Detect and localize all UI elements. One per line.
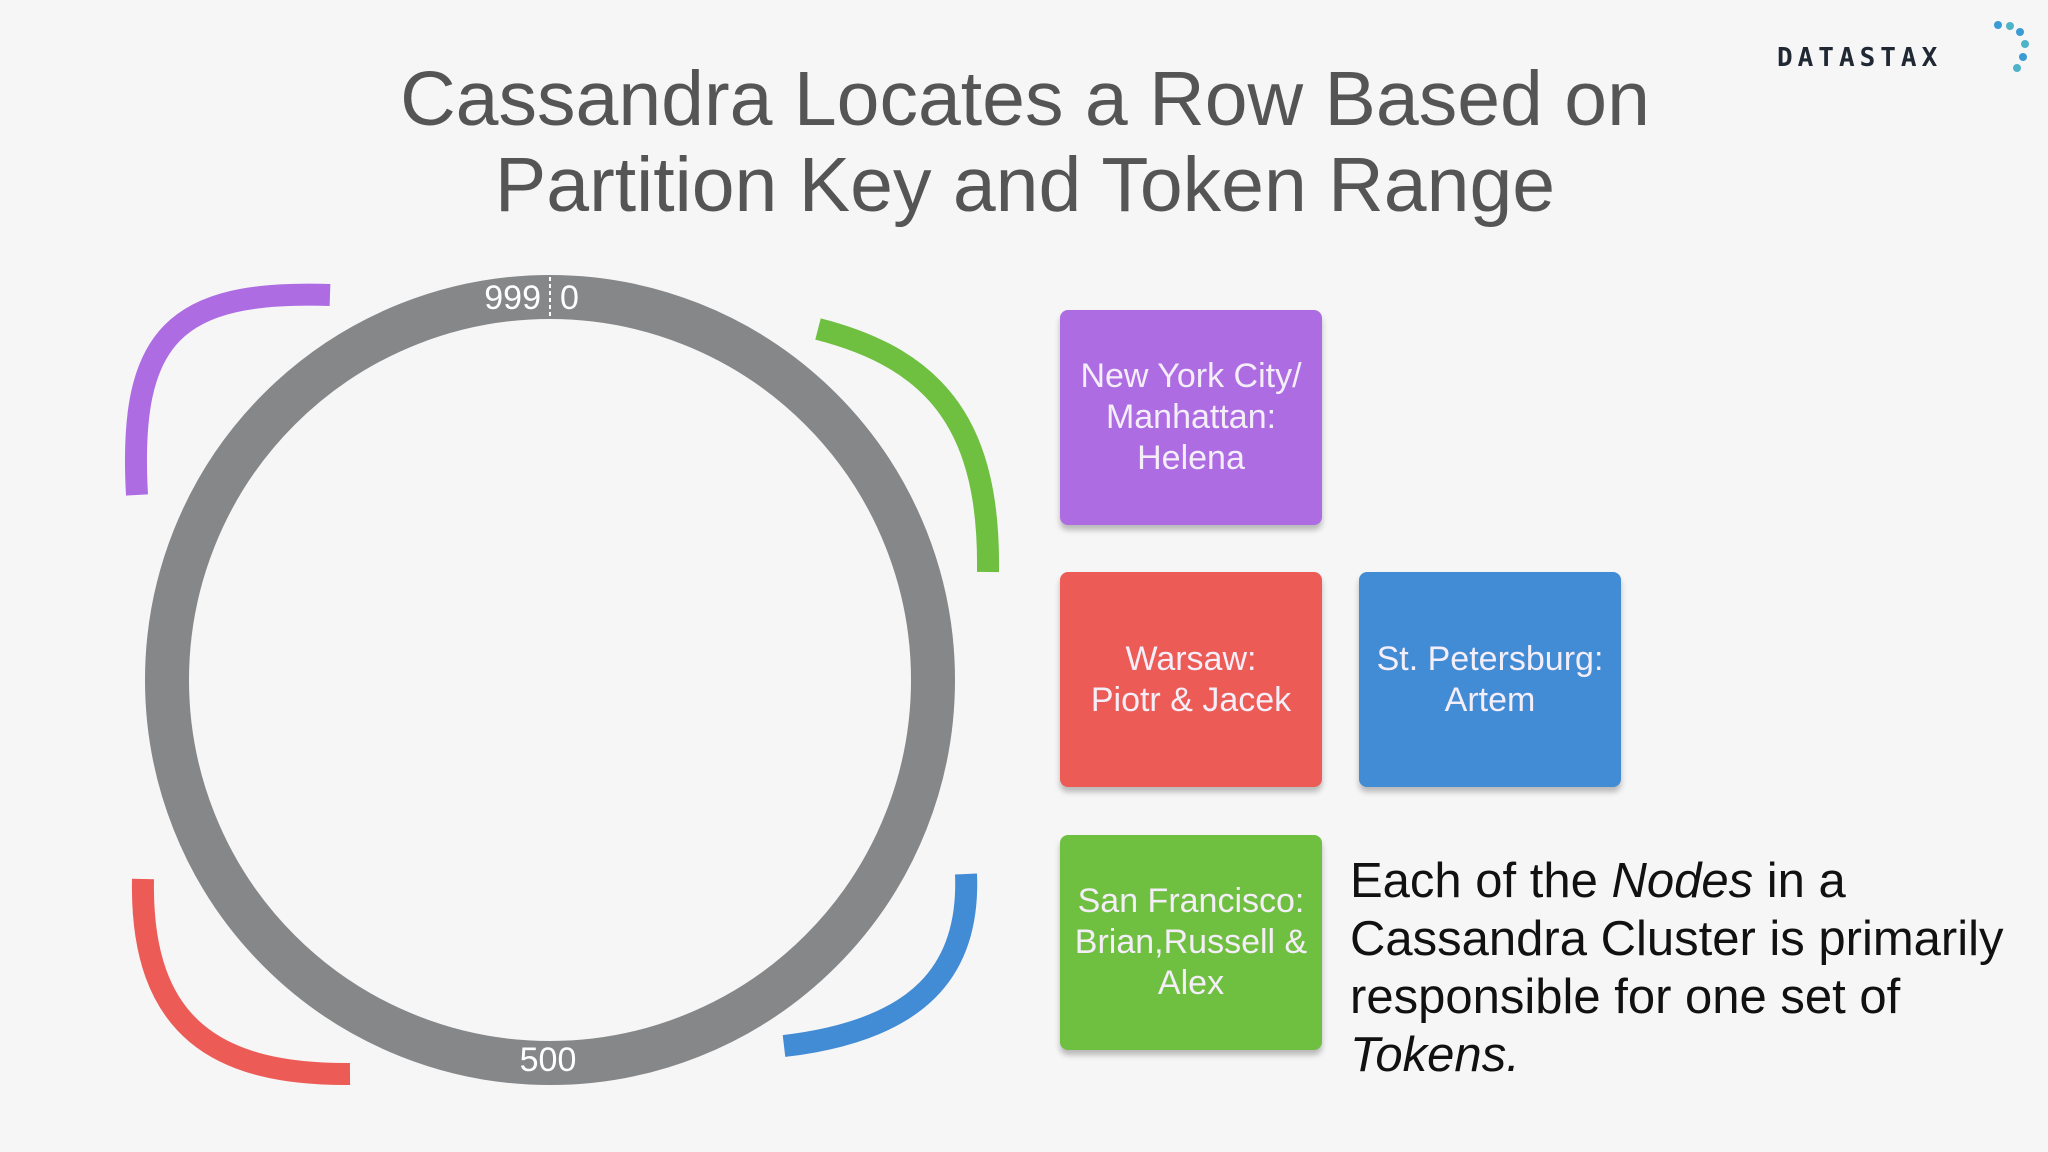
node-new-york-label: New York City/ Manhattan: Helena [1080, 357, 1302, 477]
caption-tokens-word: Tokens. [1350, 1028, 1520, 1082]
caption-nodes-word: Nodes [1611, 854, 1754, 908]
title-line-2: Partition Key and Token Range [494, 142, 1556, 228]
arc-warsaw [131, 878, 351, 1086]
title-line-1: Cassandra Locates a Row Based on [400, 56, 1650, 142]
arc-st-petersburg [782, 873, 978, 1057]
arc-san-francisco [815, 318, 1000, 573]
arc-new-york [125, 283, 331, 496]
datastax-logo: DATASTAX [1775, 20, 2035, 80]
caption-part-1: Each of the [1350, 854, 1612, 908]
node-st-petersburg-label: St. Petersburg: Artem [1376, 639, 1604, 719]
ring-label-999: 999 [484, 279, 541, 317]
caption-text: Each of the Nodes in a Cassandra Cluster… [1350, 852, 2040, 1084]
ring-label-0: 0 [560, 279, 579, 317]
token-ring [145, 275, 955, 1085]
node-san-francisco: San Francisco: Brian,Russell & Alex [1060, 835, 1322, 1050]
node-warsaw: Warsaw: Piotr & Jacek [1060, 572, 1322, 787]
node-st-petersburg: St. Petersburg: Artem [1359, 572, 1621, 787]
logo-dots-icon [1994, 21, 2029, 72]
node-san-francisco-label: San Francisco: Brian,Russell & Alex [1074, 882, 1308, 1002]
ring-label-500: 500 [520, 1041, 577, 1079]
logo-text: DATASTAX [1777, 43, 1943, 73]
token-ring-diagram: 999 0 500 [125, 275, 1000, 1086]
node-warsaw-label: Warsaw: Piotr & Jacek [1090, 639, 1292, 719]
node-new-york: New York City/ Manhattan: Helena [1060, 310, 1322, 525]
caption-part-2: in a Cassandra Cluster is primarily resp… [1350, 854, 2004, 1024]
slide-title: Cassandra Locates a Row Based on Partiti… [300, 56, 1750, 228]
